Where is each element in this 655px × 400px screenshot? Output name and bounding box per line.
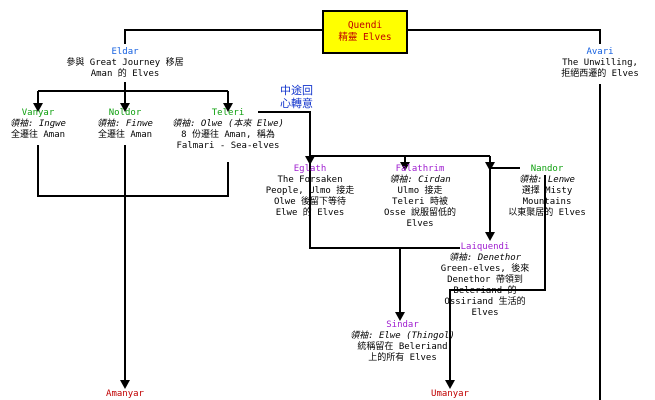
avari-name: Avari <box>586 47 614 57</box>
arrow-to-nandor <box>485 162 495 171</box>
arrow-to-amanyar <box>120 380 130 389</box>
nandor-desc-1: 選擇 Misty <box>521 186 573 196</box>
node-laiquendi: Laiquendi 領袖: Denethor Green-elves, 後來 D… <box>425 242 545 319</box>
eldar-desc-2: Aman 的 Elves <box>90 69 160 79</box>
laiquendi-desc-2: Denethor 帶領到 <box>447 275 523 285</box>
connector-teleri-branches <box>258 111 491 249</box>
laiquendi-name: Laiquendi <box>460 242 510 252</box>
connector-root-avari <box>408 29 601 44</box>
arrow-to-falathrim <box>400 162 410 171</box>
sindar-leader: 領袖: Elwe (Thingol) <box>350 331 455 341</box>
node-eglath: Eglath The Forsaken People, Ulmo 接走 Olwe… <box>255 164 365 219</box>
noldor-name: Noldor <box>108 108 142 118</box>
note-change-of-heart: 中途回 心轉意 <box>280 84 313 110</box>
laiquendi-desc-4: Ossiriand 生活的 <box>444 297 526 307</box>
eglath-desc-3: Olwe 後留下等待 <box>273 197 347 207</box>
falathrim-desc-1: Ulmo 接走 <box>397 186 443 196</box>
sindar-name: Sindar <box>386 320 419 330</box>
laiquendi-leader: 領袖: Denethor <box>448 253 522 263</box>
node-nandor: Nandor 領袖: Lenwe 選擇 Misty Mountains 以東聚居… <box>497 164 597 219</box>
arrow-to-noldor <box>120 103 130 112</box>
eldar-desc-1: 參與 Great Journey 移居 <box>66 58 184 68</box>
note-line-2: 心轉意 <box>280 97 313 110</box>
amanyar-name: Amanyar <box>106 389 144 399</box>
root-subtitle: 精靈 Elves <box>338 32 392 43</box>
teleri-name: Teleri <box>211 108 245 118</box>
sindar-desc-1: 統稱留在 Beleriand <box>357 342 448 352</box>
arrow-to-eglath <box>305 156 315 165</box>
eglath-desc-1: The Forsaken <box>277 175 343 185</box>
laiquendi-desc-3: Beleriand 的 <box>453 286 517 296</box>
root-node-quendi: Quendi 精靈 Elves <box>322 10 408 54</box>
node-teleri: Teleri 領袖: Olwe (本來 Elwe) 8 份遷往 Aman, 稱為… <box>168 108 288 152</box>
eglath-desc-4: Elwe 的 Elves <box>275 208 345 218</box>
falathrim-desc-4: Elves <box>406 219 434 229</box>
laiquendi-desc-1: Green-elves, 後來 <box>440 264 530 274</box>
noldor-desc: 全遷往 Aman <box>97 130 153 140</box>
node-eldar: Eldar 參與 Great Journey 移居 Aman 的 Elves <box>55 47 195 80</box>
connector-to-amanyar <box>37 145 229 385</box>
laiquendi-desc-5: Elves <box>471 308 499 318</box>
eglath-desc-2: People, Ulmo 接走 <box>265 186 355 196</box>
vanyar-desc: 全遷往 Aman <box>10 130 66 140</box>
falathrim-leader: 領袖: Cirdan <box>389 175 451 185</box>
noldor-leader: 領袖: Finwe <box>97 119 153 129</box>
falathrim-name: Falathrim <box>395 164 445 174</box>
note-line-1: 中途回 <box>280 84 313 97</box>
arrow-to-sindar <box>395 312 405 321</box>
node-avari: Avari The Unwilling, 拒絕西遷的 Elves <box>550 47 650 80</box>
node-umanyar: Umanyar <box>420 389 480 400</box>
arrow-to-umanyar <box>445 380 455 389</box>
node-sindar: Sindar 領袖: Elwe (Thingol) 統稱留在 Beleriand… <box>340 320 465 364</box>
teleri-desc-1: 8 份遷往 Aman, 稱為 <box>181 130 275 140</box>
falathrim-desc-2: Teleri 時被 <box>392 197 448 207</box>
node-vanyar: Vanyar 領袖: Ingwe 全遷往 Aman <box>3 108 73 141</box>
teleri-desc-2: Falmari - Sea-elves <box>176 141 280 151</box>
umanyar-name: Umanyar <box>431 389 469 399</box>
eldar-name: Eldar <box>111 47 139 57</box>
root-title: Quendi <box>347 20 383 31</box>
node-noldor: Noldor 領袖: Finwe 全遷往 Aman <box>90 108 160 141</box>
falathrim-desc-3: Osse 說服留低的 <box>383 208 457 218</box>
node-amanyar: Amanyar <box>95 389 155 400</box>
avari-desc-1: The Unwilling, <box>562 58 638 68</box>
nandor-name: Nandor <box>530 164 564 174</box>
connector-eldar-kindreds <box>37 82 229 103</box>
nandor-desc-3: 以東聚居的 Elves <box>508 208 586 218</box>
vanyar-leader: 領袖: Ingwe <box>10 119 66 129</box>
arrow-to-vanyar <box>33 103 43 112</box>
vanyar-name: Vanyar <box>21 108 55 118</box>
teleri-leader: 領袖: Olwe (本來 Elwe) <box>172 119 284 129</box>
avari-desc-2: 拒絕西遷的 Elves <box>561 69 639 79</box>
connector-root-eldar <box>124 29 322 44</box>
node-falathrim: Falathrim 領袖: Cirdan Ulmo 接走 Teleri 時被 O… <box>370 164 470 230</box>
arrow-to-laiquendi <box>485 232 495 241</box>
nandor-desc-2: Mountains <box>522 197 572 207</box>
arrow-to-teleri <box>223 103 233 112</box>
eglath-name: Eglath <box>293 164 327 174</box>
nandor-leader: 領袖: Lenwe <box>519 175 575 185</box>
connector-to-umanyar <box>399 175 546 385</box>
sindar-desc-2: 上的所有 Elves <box>368 353 437 363</box>
